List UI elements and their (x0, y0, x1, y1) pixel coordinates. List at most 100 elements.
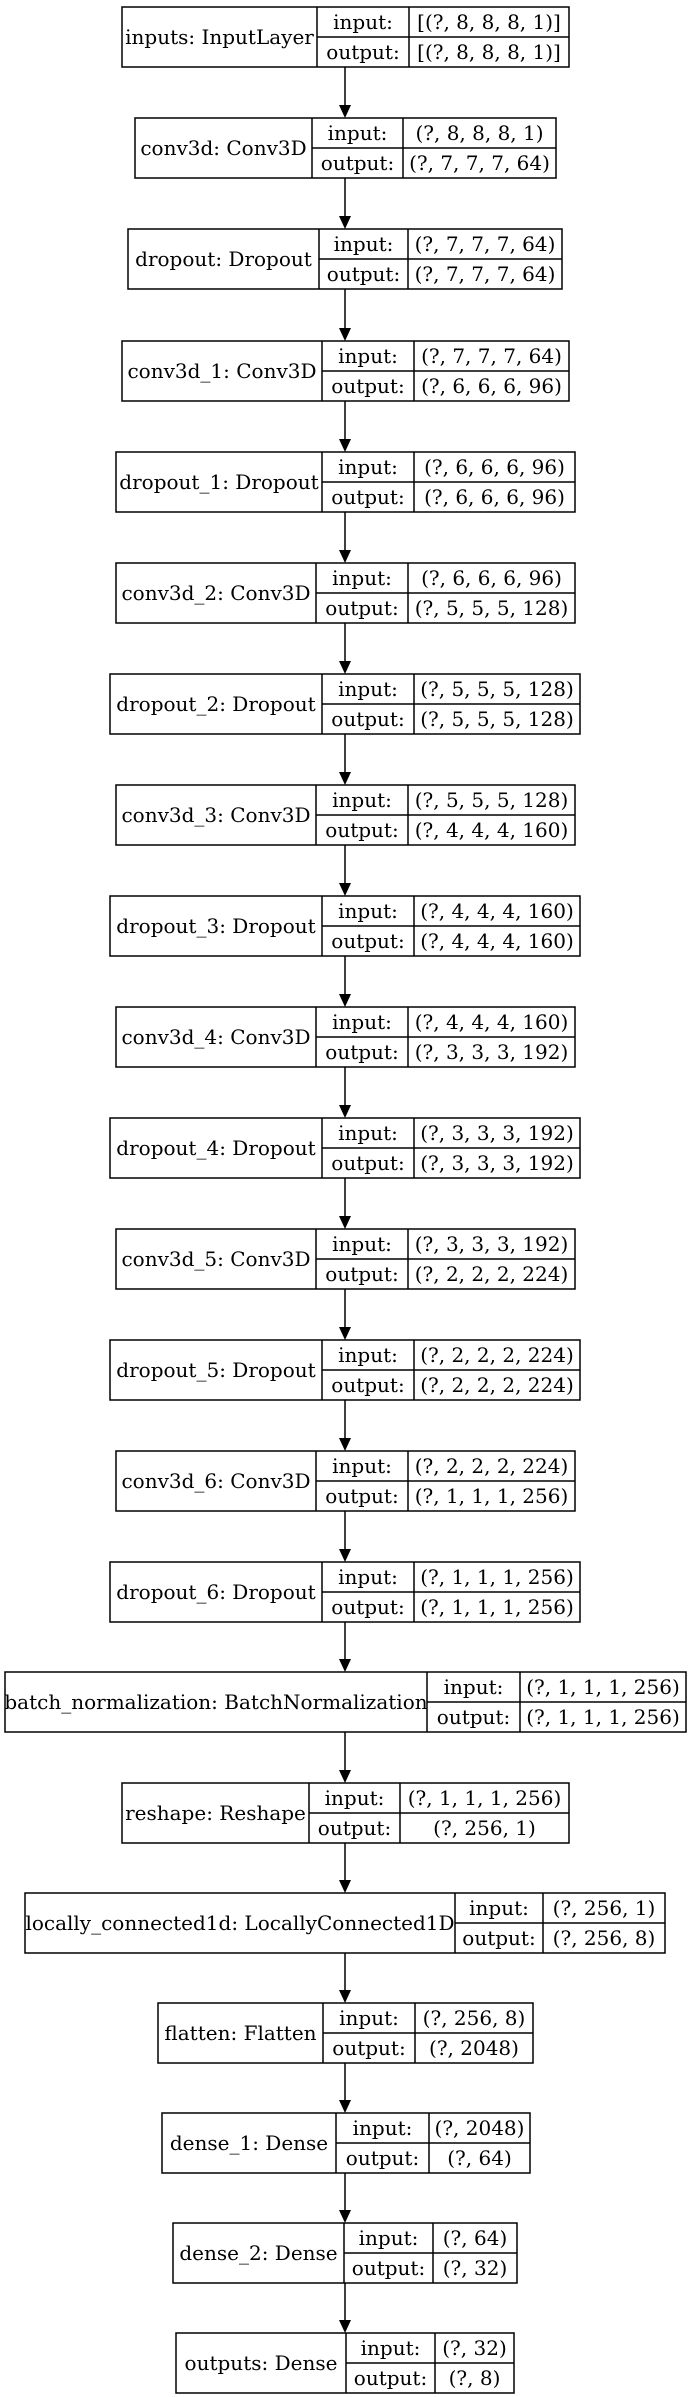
input-shape: (?, 4, 4, 4, 160) (415, 1010, 569, 1034)
output-shape: (?, 6, 6, 6, 96) (421, 374, 562, 398)
output-label: output: (327, 262, 400, 286)
arrowhead-icon (339, 2100, 351, 2113)
output-label: output: (318, 1816, 391, 1840)
output-shape: (?, 1, 1, 1, 256) (526, 1705, 680, 1729)
output-label: output: (331, 707, 404, 731)
output-shape: (?, 4, 4, 4, 160) (420, 929, 574, 953)
input-shape: (?, 2048) (435, 2116, 525, 2140)
layer-node-dropout-3: dropout_3: Dropout input: output: (?, 4, 4,… (109, 895, 581, 957)
output-label: output: (331, 1373, 404, 1397)
output-label: output: (437, 1705, 510, 1729)
arrowhead-icon (339, 1549, 351, 1562)
input-shape: (?, 3, 3, 3, 192) (415, 1232, 569, 1256)
edge-locally-connected1d-to-flatten (339, 1953, 351, 2003)
edge-conv3d-to-dropout (339, 178, 351, 229)
layer-name: inputs: InputLayer (125, 25, 314, 49)
edge-reshape-to-locally-connected1d (339, 1843, 351, 1893)
input-shape: (?, 2, 2, 2, 224) (420, 1343, 574, 1367)
input-shape: (?, 256, 8) (423, 2006, 526, 2030)
arrowhead-icon (339, 105, 351, 118)
layer-name: conv3d_4: Conv3D (121, 1025, 310, 1049)
arrowhead-icon (339, 550, 351, 563)
output-shape: (?, 7, 7, 7, 64) (409, 151, 550, 175)
layer-name: outputs: Dense (185, 2351, 338, 2375)
arrowhead-icon (339, 661, 351, 674)
output-shape: (?, 1, 1, 1, 256) (420, 1595, 574, 1619)
layer-name: reshape: Reshape (125, 1801, 306, 1825)
input-label: input: (469, 1896, 529, 1920)
input-label: input: (332, 1232, 392, 1256)
arrowhead-icon (339, 1990, 351, 2003)
arrowhead-icon (339, 1105, 351, 1118)
input-shape: (?, 7, 7, 7, 64) (415, 232, 556, 256)
arrowhead-icon (339, 439, 351, 452)
arrowhead-icon (339, 1327, 351, 1340)
input-shape: (?, 6, 6, 6, 96) (421, 566, 562, 590)
input-label: input: (332, 566, 392, 590)
input-label: input: (338, 455, 398, 479)
layer-name: conv3d: Conv3D (140, 136, 306, 160)
edge-conv3d-2-to-dropout-2 (339, 623, 351, 674)
layer-name: conv3d_1: Conv3D (127, 359, 316, 383)
input-shape: (?, 3, 3, 3, 192) (420, 1121, 574, 1145)
output-label: output: (352, 2256, 425, 2280)
arrowhead-icon (339, 1880, 351, 1893)
layer-name: locally_connected1d: LocallyConnected1D (25, 1911, 454, 1935)
input-label: input: (338, 677, 398, 701)
output-label: output: (346, 2146, 419, 2170)
arrowhead-icon (339, 772, 351, 785)
edge-dropout-3-to-conv3d-4 (339, 956, 351, 1007)
input-label: input: (325, 1786, 385, 1810)
layer-name: dropout_3: Dropout (116, 914, 315, 938)
output-label: output: (354, 2366, 427, 2390)
output-shape: [(?, 8, 8, 8, 1)] (417, 40, 561, 64)
connections (339, 67, 351, 2333)
output-label: output: (331, 1151, 404, 1175)
input-shape: (?, 64) (443, 2226, 508, 2250)
edge-dropout-4-to-conv3d-5 (339, 1178, 351, 1229)
output-shape: (?, 8) (449, 2366, 501, 2390)
input-label: input: (361, 2336, 421, 2360)
output-label: output: (325, 818, 398, 842)
output-label: output: (321, 151, 394, 175)
output-shape: (?, 256, 8) (553, 1926, 656, 1950)
edge-dropout-5-to-conv3d-6 (339, 1400, 351, 1451)
input-label: input: (338, 344, 398, 368)
output-label: output: (325, 1262, 398, 1286)
output-label: output: (325, 1484, 398, 1508)
input-label: input: (338, 1343, 398, 1367)
layer-node-reshape: reshape: Reshape input: output: (?, 1, 1, 1… (121, 1782, 570, 1844)
output-shape: (?, 64) (447, 2146, 512, 2170)
input-shape: (?, 6, 6, 6, 96) (424, 455, 565, 479)
output-shape: (?, 2, 2, 2, 224) (420, 1373, 574, 1397)
layer-name: dense_2: Dense (179, 2241, 337, 2265)
output-label: output: (331, 929, 404, 953)
input-shape: (?, 256, 1) (553, 1896, 656, 1920)
layer-node-locally-connected1d: locally_connected1d: LocallyConnected1D i… (24, 1892, 666, 1954)
arrowhead-icon (339, 1770, 351, 1783)
output-shape: (?, 1, 1, 1, 256) (415, 1484, 569, 1508)
arrowhead-icon (339, 2210, 351, 2223)
input-label: input: (328, 121, 388, 145)
input-shape: (?, 1, 1, 1, 256) (408, 1786, 562, 1810)
input-label: input: (338, 899, 398, 923)
output-label: output: (331, 374, 404, 398)
layer-name: dropout_1: Dropout (119, 470, 318, 494)
arrowhead-icon (339, 1659, 351, 1672)
layer-name: dropout_6: Dropout (116, 1580, 315, 1604)
input-shape: (?, 5, 5, 5, 128) (415, 788, 569, 812)
layer-box (24, 1892, 666, 1954)
